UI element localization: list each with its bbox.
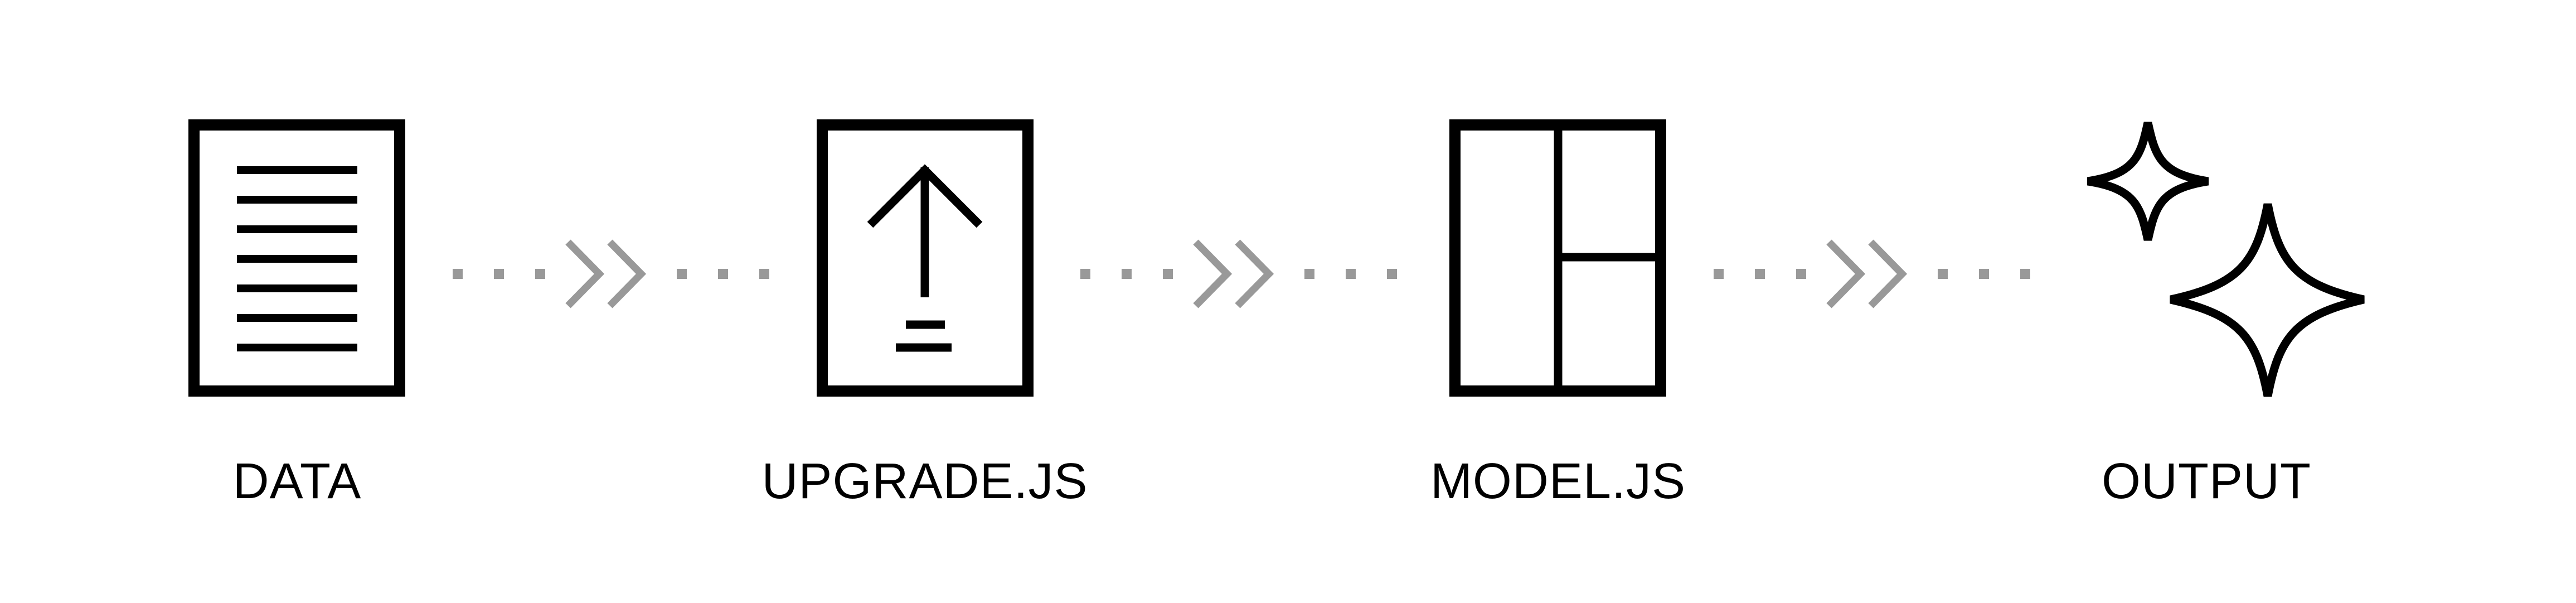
stage-label-output: OUTPUT	[2102, 454, 2311, 509]
stage-model: MODEL.JS	[1430, 119, 1686, 509]
stage-label-upgrade: UPGRADE.JS	[761, 454, 1088, 509]
double-chevron-right-icon	[1826, 239, 1908, 308]
upload-icon	[817, 119, 1034, 397]
sparkles-icon	[2087, 122, 2365, 397]
connector-data-to-upgrade	[453, 239, 769, 308]
connector-upgrade-to-model	[1080, 239, 1397, 308]
stage-output: OUTPUT	[2087, 122, 2365, 509]
double-chevron-right-icon	[1193, 239, 1274, 308]
stage-label-model: MODEL.JS	[1430, 454, 1686, 509]
document-icon	[188, 119, 405, 397]
connector-model-to-output	[1714, 239, 2030, 308]
layout-panels-icon	[1449, 119, 1666, 397]
double-chevron-right-icon	[565, 239, 647, 308]
stage-data: DATA	[188, 119, 405, 509]
stage-upgrade: UPGRADE.JS	[761, 119, 1088, 509]
dotted-line	[453, 269, 769, 279]
dotted-line	[1714, 269, 2030, 279]
dotted-line	[1080, 269, 1397, 279]
stage-label-data: DATA	[233, 454, 362, 509]
